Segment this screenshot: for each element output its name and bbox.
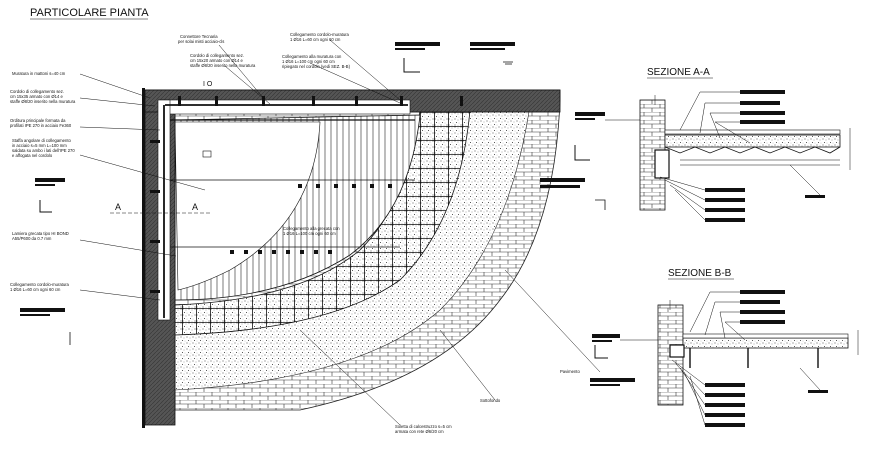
drawing-title: PARTICOLARE PIANTA — [30, 7, 149, 19]
section-b: SEZIONE B-B — [592, 268, 859, 427]
io-mark: I O — [203, 81, 213, 88]
plan-annotations — [79, 39, 601, 426]
section-a-title: SEZIONE A-A — [647, 67, 710, 78]
svg-text:Muratura in mattoni s=40 cm: Muratura in mattoni s=40 cm — [12, 71, 66, 76]
section-mark-a-right: A — [192, 202, 198, 212]
connectors — [150, 96, 463, 293]
section-b-slab — [682, 337, 849, 349]
section-mark-a-left: A — [115, 202, 121, 212]
svg-text:Sottofondo: Sottofondo — [480, 398, 501, 403]
svg-text:Cordolo di collegamento sez.cm: Cordolo di collegamento sez.cm 15x35 arm… — [10, 89, 76, 104]
section-a-slab — [664, 134, 841, 148]
cordolo-top — [159, 99, 411, 115]
cut-area — [174, 121, 321, 291]
section-b-title: SEZIONE B-B — [668, 268, 732, 279]
plan-view: I O A A — [110, 81, 561, 426]
svg-text:Pavimento: Pavimento — [560, 369, 580, 374]
plan-corner-frame — [142, 88, 145, 428]
svg-text:Cordolo di collegamento sez.cm: Cordolo di collegamento sez.cm 15x20 arm… — [190, 53, 256, 68]
svg-text:Orditura principale formata da: Orditura principale formata daprofilati … — [10, 118, 72, 128]
section-a: SEZIONE A-A — [540, 67, 851, 222]
label-bars — [20, 42, 635, 386]
